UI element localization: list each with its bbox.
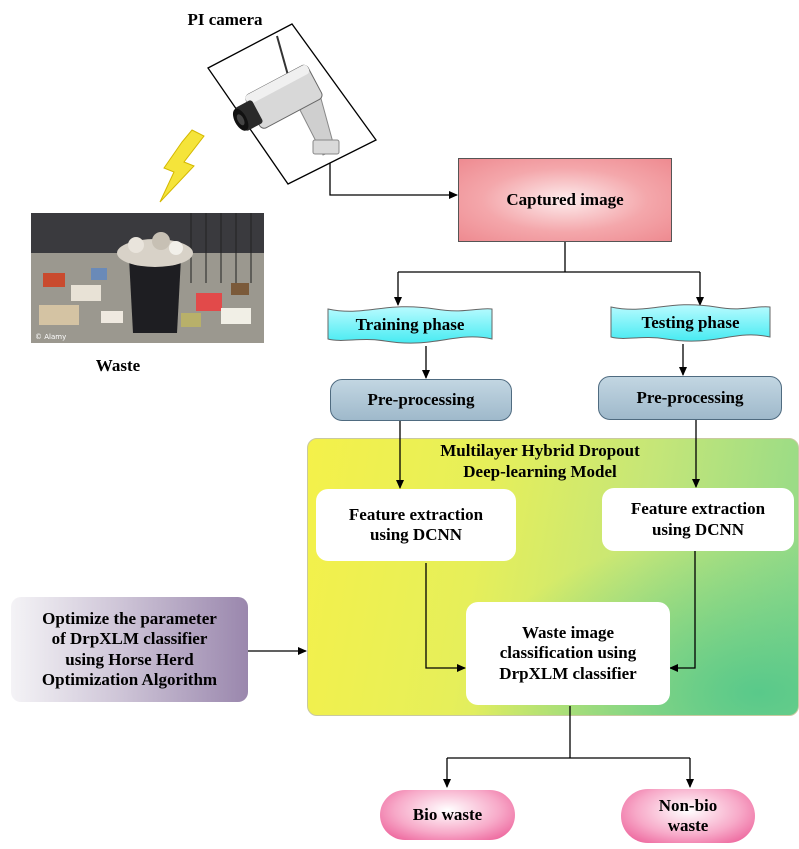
non-bio-waste-pill: Non-bio waste bbox=[621, 789, 755, 843]
model-title: Multilayer Hybrid Dropout Deep-learning … bbox=[380, 440, 700, 483]
captured-image-label: Captured image bbox=[506, 189, 624, 209]
testing-feature-box: Feature extraction using DCNN bbox=[602, 488, 794, 551]
classifier-line3: DrpXLM classifier bbox=[499, 663, 637, 683]
waste-label: Waste bbox=[95, 356, 141, 375]
optimize-line3: using Horse Herd bbox=[65, 649, 194, 669]
classifier-box: Waste image classification using DrpXLM … bbox=[466, 602, 670, 705]
training-phase-shape bbox=[327, 306, 493, 344]
captured-image-box: Captured image bbox=[458, 158, 672, 242]
testing-preprocessing-box: Pre-processing bbox=[598, 376, 782, 420]
training-preprocessing-label: Pre-processing bbox=[367, 389, 475, 409]
testing-phase-label: Testing phase bbox=[641, 312, 740, 332]
camera-illustration bbox=[207, 23, 377, 185]
training-feature-box: Feature extraction using DCNN bbox=[316, 489, 516, 561]
optimize-line1: Optimize the parameter bbox=[42, 609, 217, 629]
classifier-line1: Waste image bbox=[521, 622, 615, 642]
optimize-line2: of DrpXLM classifier bbox=[51, 629, 208, 649]
optimize-box: Optimize the parameter of DrpXLM classif… bbox=[11, 597, 248, 702]
testing-phase-shape bbox=[610, 304, 771, 342]
non-bio-line2: waste bbox=[667, 816, 709, 835]
non-bio-line1: Non-bio bbox=[658, 796, 718, 816]
training-preprocessing-box: Pre-processing bbox=[330, 379, 512, 421]
bio-waste-label: Bio waste bbox=[412, 804, 483, 824]
training-phase-label: Training phase bbox=[355, 314, 465, 334]
optimize-line4: Optimization Algorithm bbox=[41, 669, 218, 689]
model-title-line1: Multilayer Hybrid Dropout bbox=[440, 441, 640, 460]
camera-label: PI camera bbox=[187, 10, 263, 29]
training-feature-line1: Feature extraction bbox=[348, 504, 484, 524]
waste-photo: © Alamy bbox=[31, 213, 264, 343]
model-title-line2: Deep-learning Model bbox=[463, 462, 617, 482]
classifier-line2: classification using bbox=[499, 643, 637, 663]
waste-watermark: © Alamy bbox=[35, 333, 66, 341]
testing-preprocessing-label: Pre-processing bbox=[636, 387, 744, 407]
bio-waste-pill: Bio waste bbox=[380, 790, 515, 840]
testing-feature-line2: using DCNN bbox=[651, 519, 745, 539]
testing-feature-line1: Feature extraction bbox=[630, 499, 766, 519]
lightning-icon bbox=[159, 129, 205, 203]
training-feature-line2: using DCNN bbox=[369, 525, 463, 544]
